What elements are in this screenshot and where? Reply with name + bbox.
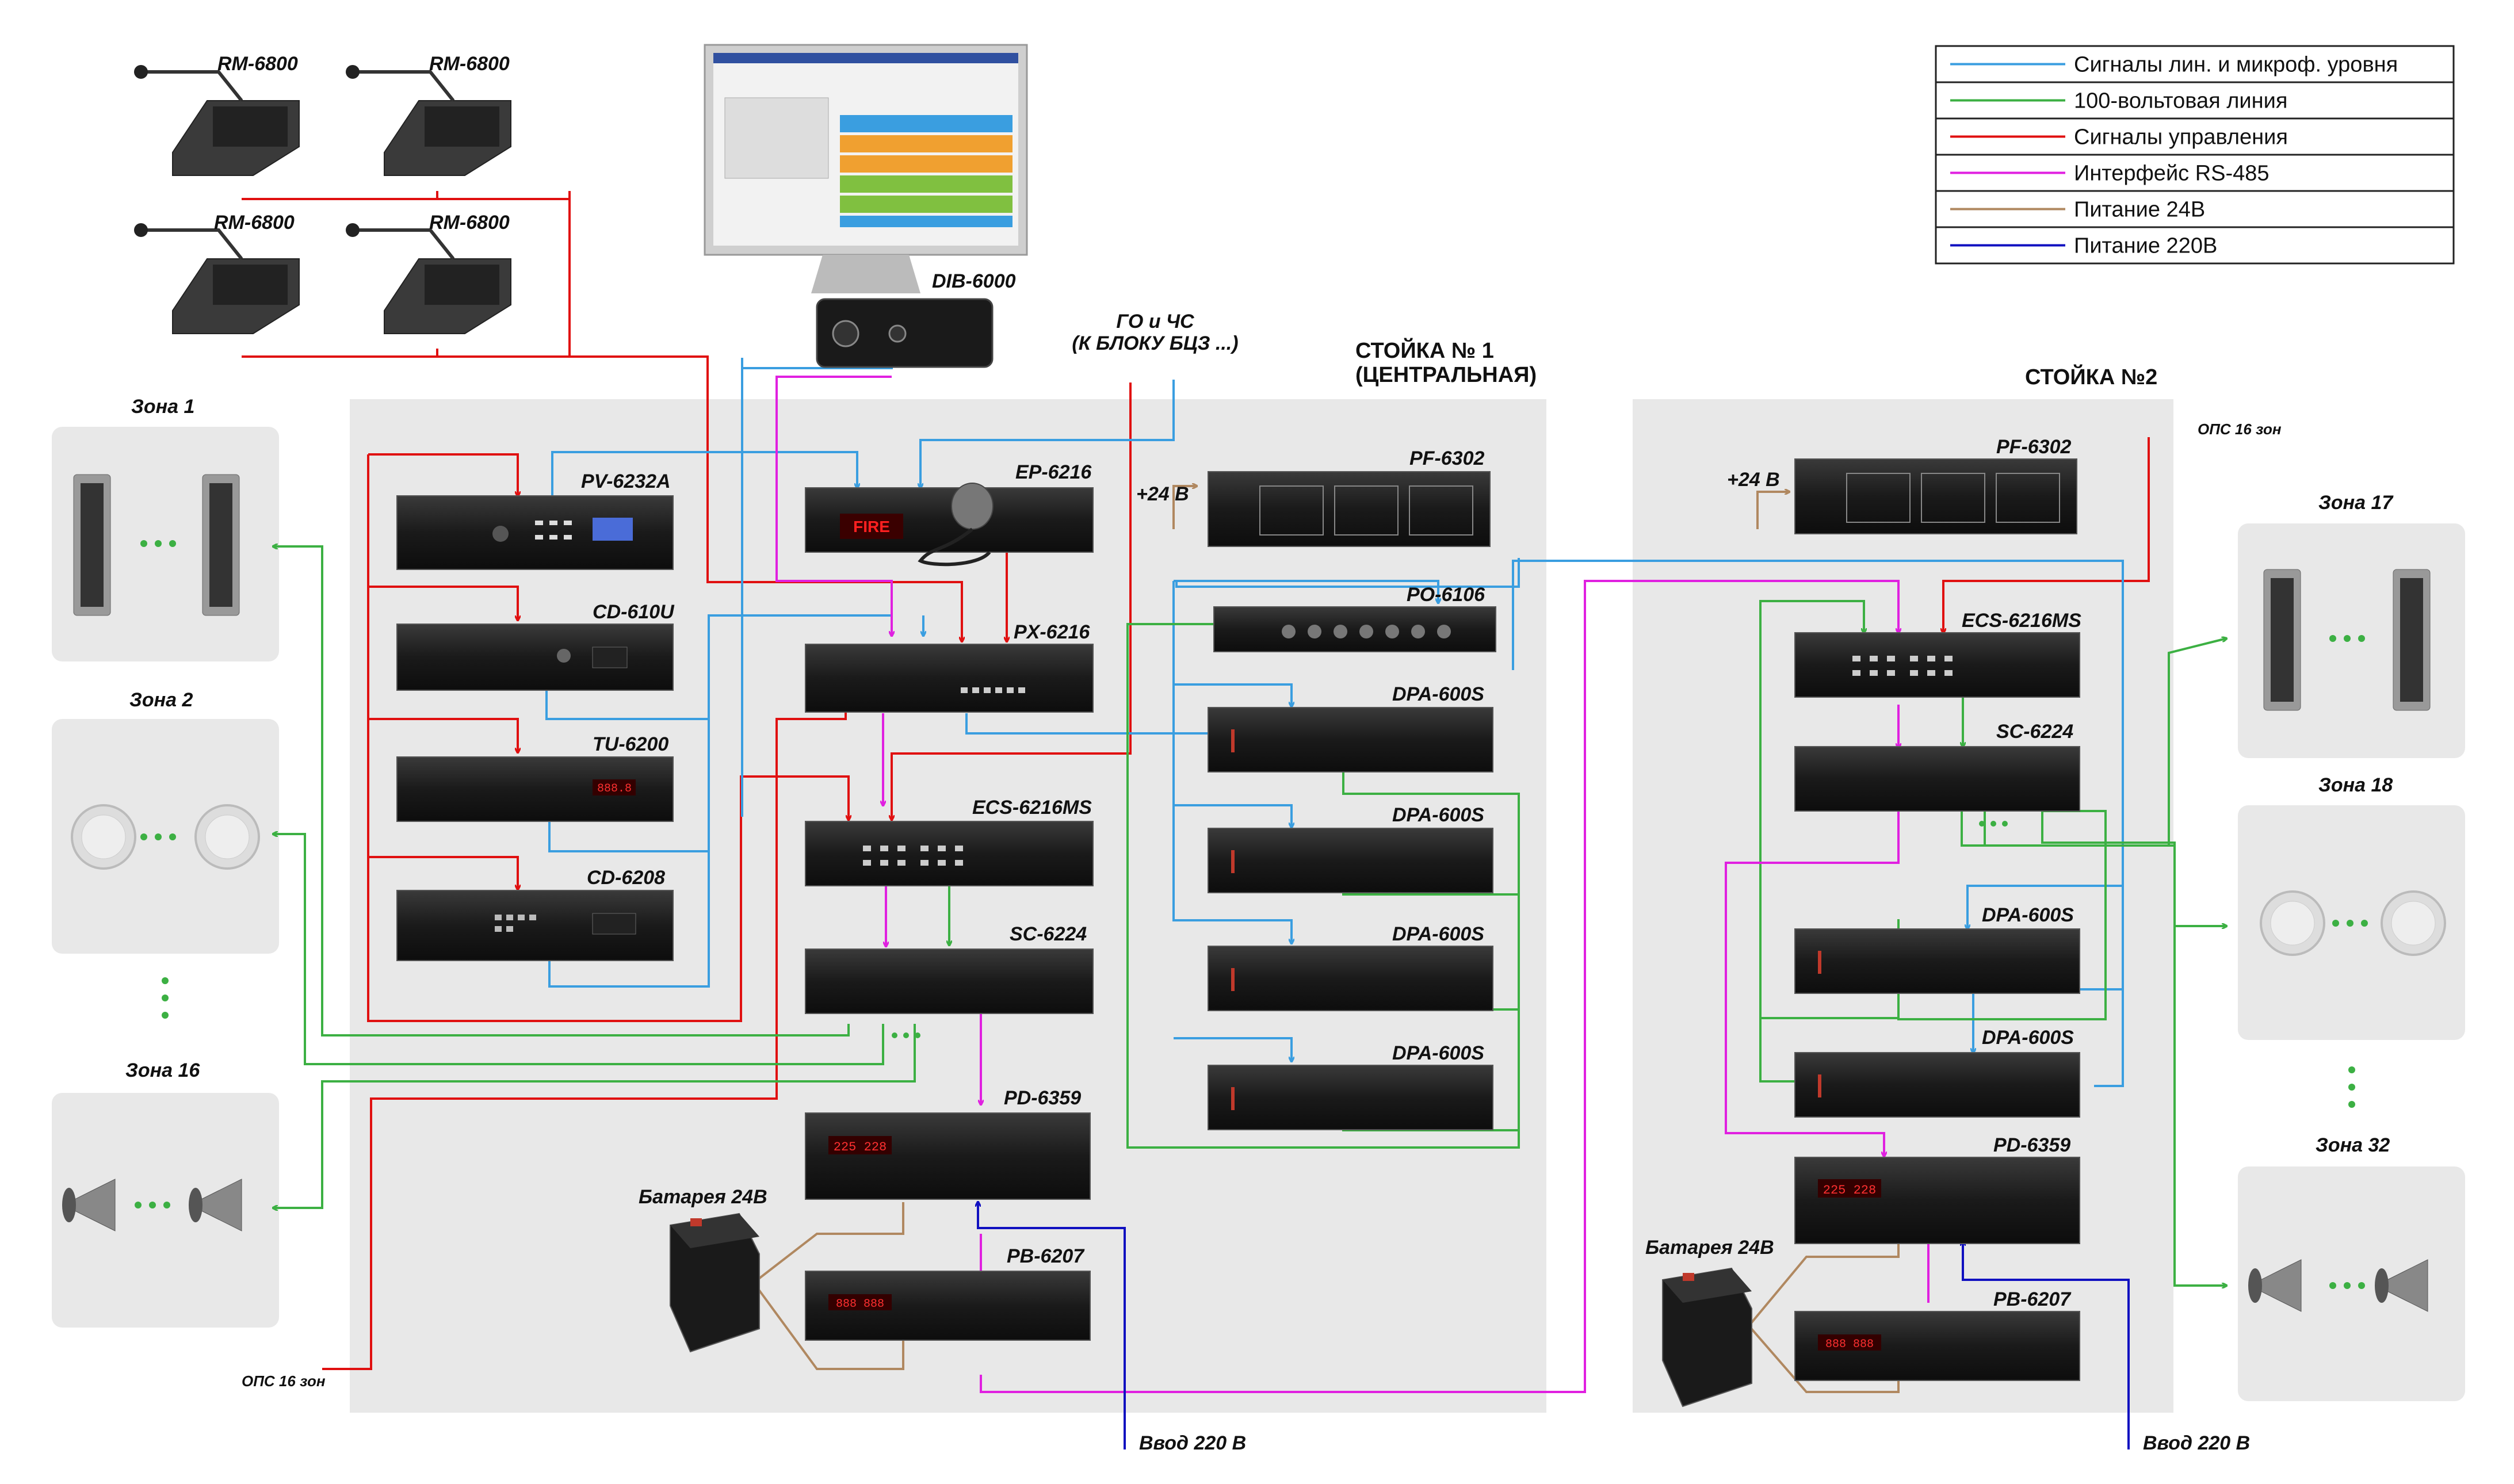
dpa-600s-device-6 bbox=[1794, 1052, 2080, 1118]
label-dpa-600s-1: DPA-600S bbox=[1392, 683, 1484, 705]
rack1-title-line-1: СТОЙКА № 1 bbox=[1355, 337, 1494, 363]
ecs-6216ms-device-2 bbox=[1794, 632, 2080, 698]
svg-text:225 228: 225 228 bbox=[834, 1140, 887, 1154]
zone-label-32: Зона 32 bbox=[2316, 1134, 2390, 1156]
legend-label: Интерфейс RS-485 bbox=[2074, 162, 2270, 186]
label-ecs-6216ms: ECS-6216MS bbox=[972, 797, 1092, 819]
zone-label-2: Зона 2 bbox=[129, 689, 193, 711]
legend-label: 100-вольтовая линия bbox=[2074, 89, 2287, 113]
legend-label: Питание 220В bbox=[2074, 234, 2217, 258]
label-sc-6224: SC-6224 bbox=[1010, 923, 1087, 945]
po-6106-device bbox=[1213, 606, 1496, 652]
cd-610u-device bbox=[396, 624, 674, 691]
rack2-title: СТОЙКА №2 bbox=[2025, 364, 2157, 389]
zone16-panel bbox=[52, 1093, 279, 1328]
mains-label-2: Ввод 220 В bbox=[2143, 1432, 2250, 1454]
ecs-6216ms-device bbox=[805, 821, 1094, 886]
dpa-600s-device-3 bbox=[1208, 946, 1493, 1011]
px-6216-device bbox=[805, 644, 1094, 713]
zone-label-1: Зона 1 bbox=[131, 396, 194, 418]
ops-label-right: ОПС 16 зон bbox=[2198, 420, 2282, 438]
legend-label: Сигналы лин. и микроф. уровня bbox=[2074, 53, 2398, 77]
pd-6359-device bbox=[805, 1112, 1091, 1200]
console-label-1: RM-6800 bbox=[217, 53, 298, 75]
zone-label-16: Зона 16 bbox=[125, 1060, 200, 1081]
legend-label: Сигналы управления bbox=[2074, 125, 2288, 150]
labels: RM-6800 RM-6800 RM-6800 RM-6800 DIB-6000… bbox=[125, 53, 2394, 1454]
wires-navy bbox=[978, 1202, 2130, 1449]
go-chs-line-2: (К БЛОКУ БЦЗ ...) bbox=[1072, 332, 1238, 354]
device-details: 888.8 FIRE 225 228 888 888 225 228 888 8… bbox=[492, 473, 2060, 1351]
zone32-panel bbox=[2238, 1166, 2465, 1401]
zone2-panel bbox=[52, 719, 279, 954]
rack2-background bbox=[1633, 399, 2173, 1413]
battery-label-2: Батарея 24В bbox=[1645, 1237, 1774, 1259]
label-dpa-600s-3: DPA-600S bbox=[1392, 923, 1484, 945]
mains-label-1: Ввод 220 В bbox=[1139, 1432, 1246, 1454]
label-cd-6208: CD-6208 bbox=[587, 867, 665, 889]
ep-microphone bbox=[918, 483, 994, 567]
rm-6800-consoles bbox=[134, 65, 511, 334]
plus24-label-1: +24 В bbox=[1136, 483, 1189, 505]
svg-text:888 888: 888 888 bbox=[1825, 1338, 1874, 1351]
plus24-label-2: +24 В bbox=[1727, 469, 1780, 491]
label-dpa-600s-6: DPA-600S bbox=[1982, 1027, 2074, 1049]
fire-label: FIRE bbox=[853, 518, 890, 536]
label-px-6216: PX-6216 bbox=[1014, 621, 1090, 643]
label-pd-6359: PD-6359 bbox=[1004, 1087, 1081, 1109]
wires-brown bbox=[752, 486, 1900, 1393]
label-pf-6302-1: PF-6302 bbox=[1409, 448, 1484, 469]
zone-label-17: Зона 17 bbox=[2318, 492, 2394, 514]
label-pb-6207-2: PB-6207 bbox=[1993, 1288, 2072, 1310]
pc-monitor bbox=[704, 44, 1028, 293]
label-po-6106: PO-6106 bbox=[1407, 584, 1485, 606]
label-ep-6216: EP-6216 bbox=[1015, 461, 1092, 483]
dib-label: DIB-6000 bbox=[932, 270, 1016, 292]
pf-6302-device-1 bbox=[1208, 471, 1491, 547]
label-cd-610u: CD-610U bbox=[593, 601, 675, 623]
label-pb-6207: PB-6207 bbox=[1007, 1245, 1085, 1267]
continuation-dots bbox=[135, 540, 2368, 1289]
rack1-title-line-2: (ЦЕНТРАЛЬНАЯ) bbox=[1355, 363, 1537, 387]
legend-label: Питание 24В bbox=[2074, 198, 2205, 222]
label-dpa-600s-4: DPA-600S bbox=[1392, 1042, 1484, 1064]
console-label-2: RM-6800 bbox=[429, 53, 510, 75]
sc-6224-device bbox=[805, 948, 1094, 1014]
go-chs-line-1: ГО и ЧС bbox=[1116, 311, 1194, 332]
dpa-600s-device-4 bbox=[1208, 1065, 1493, 1130]
svg-text:888.8: 888.8 bbox=[597, 782, 632, 795]
label-tu-6200: TU-6200 bbox=[593, 733, 668, 755]
label-pd-6359-2: PD-6359 bbox=[1993, 1134, 2070, 1156]
legend: Сигналы лин. и микроф. уровня 100-вольтов… bbox=[1935, 45, 2455, 265]
label-ecs-6216ms-2: ECS-6216MS bbox=[1962, 610, 2081, 632]
pf-6302-device-2 bbox=[1794, 458, 2077, 534]
label-pv-6232a: PV-6232A bbox=[581, 471, 671, 492]
console-label-4: RM-6800 bbox=[429, 212, 510, 234]
speaker-icons bbox=[62, 474, 2446, 1312]
label-dpa-600s-5: DPA-600S bbox=[1982, 904, 2074, 926]
sc-6224-device-2 bbox=[1794, 746, 2080, 812]
wires-red bbox=[242, 191, 2150, 1370]
zone-label-18: Зона 18 bbox=[2318, 774, 2393, 796]
label-dpa-600s-2: DPA-600S bbox=[1392, 804, 1484, 826]
ops-label-left: ОПС 16 зон bbox=[242, 1372, 326, 1390]
battery-label-1: Батарея 24В bbox=[639, 1186, 767, 1208]
svg-text:888 888: 888 888 bbox=[836, 1298, 884, 1311]
console-label-3: RM-6800 bbox=[214, 212, 295, 234]
dpa-600s-device-2 bbox=[1208, 828, 1493, 893]
wires-magenta bbox=[775, 376, 1930, 1393]
label-pf-6302-2: PF-6302 bbox=[1996, 436, 2071, 458]
svg-text:225 228: 225 228 bbox=[1823, 1183, 1876, 1198]
rack-units bbox=[396, 458, 2080, 1381]
battery-icons bbox=[670, 1213, 1752, 1407]
dpa-600s-device-5 bbox=[1794, 928, 2080, 994]
pd-6359-device-2 bbox=[1794, 1157, 2080, 1244]
label-sc-6224-2: SC-6224 bbox=[1996, 721, 2073, 743]
dpa-600s-device-1 bbox=[1208, 707, 1493, 772]
